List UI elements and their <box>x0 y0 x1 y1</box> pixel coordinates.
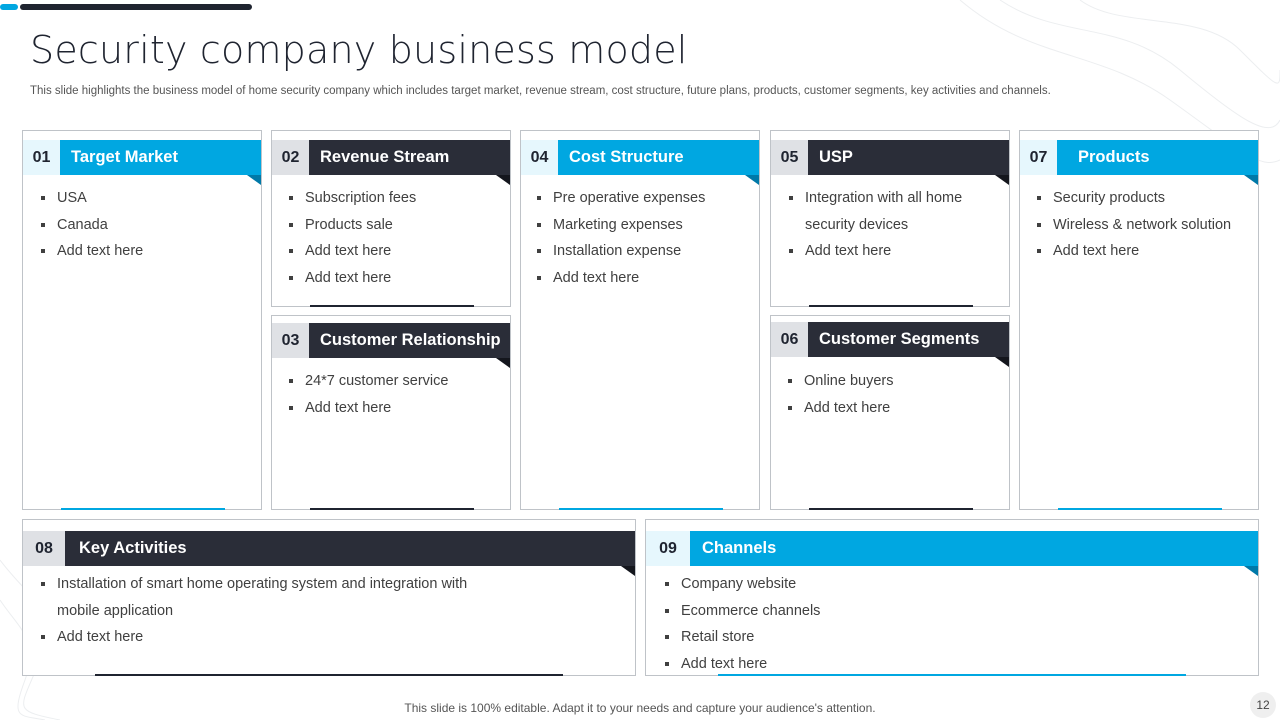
card-underline <box>61 508 225 510</box>
list-item: Integration with all home security devic… <box>787 185 987 238</box>
slide-subtitle: This slide highlights the business model… <box>30 85 1051 97</box>
list-item: Company website <box>663 571 1103 598</box>
block-title: Key Activities <box>79 539 187 557</box>
header-usp: 05 USP <box>771 140 1009 175</box>
list-key-activities: Installation of smart home operating sys… <box>39 571 479 651</box>
block-title: Channels <box>702 539 777 557</box>
block-number: 07 <box>1020 140 1057 175</box>
card-cost-structure <box>520 130 760 510</box>
list-item: Add text here <box>787 238 987 265</box>
card-underline <box>718 674 1186 676</box>
header-customer-relationship: 03 Customer Relationship <box>272 323 510 358</box>
block-number: 08 <box>23 531 65 566</box>
list-usp: Integration with all home security devic… <box>787 185 987 265</box>
block-title: Customer Segments <box>819 330 980 348</box>
block-number: 01 <box>23 140 60 175</box>
top-accent-bar-blue <box>0 4 18 10</box>
block-number: 04 <box>521 140 558 175</box>
header-revenue-stream: 02 Revenue Stream <box>272 140 510 175</box>
list-target-market: USA Canada Add text here <box>39 185 254 265</box>
header-fold <box>995 175 1009 185</box>
card-target-market <box>22 130 262 510</box>
card-underline <box>1058 508 1222 510</box>
block-number: 06 <box>771 322 808 357</box>
list-item: Security products <box>1035 185 1255 212</box>
footer-note: This slide is 100% editable. Adapt it to… <box>404 701 876 715</box>
header-fold <box>1244 175 1258 185</box>
top-accent-bar-dark <box>20 4 252 10</box>
card-underline <box>559 508 723 510</box>
list-item: Marketing expenses <box>535 212 753 239</box>
block-title: USP <box>819 148 853 166</box>
list-item: Add text here <box>663 651 1103 678</box>
list-item: Add text here <box>786 395 1001 422</box>
list-item: Online buyers <box>786 368 1001 395</box>
list-revenue-stream: Subscription fees Products sale Add text… <box>287 185 502 291</box>
block-title: Customer Relationship <box>320 331 501 349</box>
list-item: Add text here <box>39 238 254 265</box>
slide-title: Security company business model <box>30 28 688 72</box>
header-fold <box>496 358 510 368</box>
list-item: Add text here <box>287 238 502 265</box>
list-products: Security products Wireless & network sol… <box>1035 185 1255 265</box>
card-underline <box>310 508 474 510</box>
list-item: USA <box>39 185 254 212</box>
card-underline <box>809 305 973 307</box>
header-fold <box>995 357 1009 367</box>
header-key-activities: 08 Key Activities <box>23 531 635 566</box>
list-item: Subscription fees <box>287 185 502 212</box>
block-title: Target Market <box>71 148 178 166</box>
block-number: 02 <box>272 140 309 175</box>
page-number: 12 <box>1250 692 1276 718</box>
list-channels: Company website Ecommerce channels Retai… <box>663 571 1103 677</box>
card-underline <box>809 508 973 510</box>
header-channels: 09 Channels <box>646 531 1258 566</box>
card-underline <box>95 674 563 676</box>
list-item: Add text here <box>287 395 502 422</box>
list-item: Wireless & network solution <box>1035 212 1255 239</box>
list-item: 24*7 customer service <box>287 368 502 395</box>
header-fold <box>496 175 510 185</box>
list-item: Add text here <box>39 624 479 651</box>
header-fold <box>247 175 261 185</box>
block-title: Products <box>1078 148 1150 166</box>
list-cost-structure: Pre operative expenses Marketing expense… <box>535 185 753 291</box>
header-cost-structure: 04 Cost Structure <box>521 140 759 175</box>
block-number: 09 <box>646 531 690 566</box>
list-item: Products sale <box>287 212 502 239</box>
block-number: 03 <box>272 323 309 358</box>
block-title: Cost Structure <box>569 148 684 166</box>
list-item: Canada <box>39 212 254 239</box>
header-target-market: 01 Target Market <box>23 140 261 175</box>
list-customer-segments: Online buyers Add text here <box>786 368 1001 421</box>
list-item: Installation of smart home operating sys… <box>39 571 479 624</box>
list-customer-relationship: 24*7 customer service Add text here <box>287 368 502 421</box>
block-number: 05 <box>771 140 808 175</box>
header-products: 07 Products <box>1020 140 1258 175</box>
card-underline <box>310 305 474 307</box>
header-customer-segments: 06 Customer Segments <box>771 322 1009 357</box>
card-products <box>1019 130 1259 510</box>
list-item: Installation expense <box>535 238 753 265</box>
list-item: Add text here <box>1035 238 1255 265</box>
list-item: Retail store <box>663 624 1103 651</box>
list-item: Ecommerce channels <box>663 598 1103 625</box>
header-fold <box>745 175 759 185</box>
header-fold <box>1244 566 1258 576</box>
block-title: Revenue Stream <box>320 148 450 166</box>
list-item: Pre operative expenses <box>535 185 753 212</box>
list-item: Add text here <box>535 265 753 292</box>
list-item: Add text here <box>287 265 502 292</box>
header-fold <box>621 566 635 576</box>
